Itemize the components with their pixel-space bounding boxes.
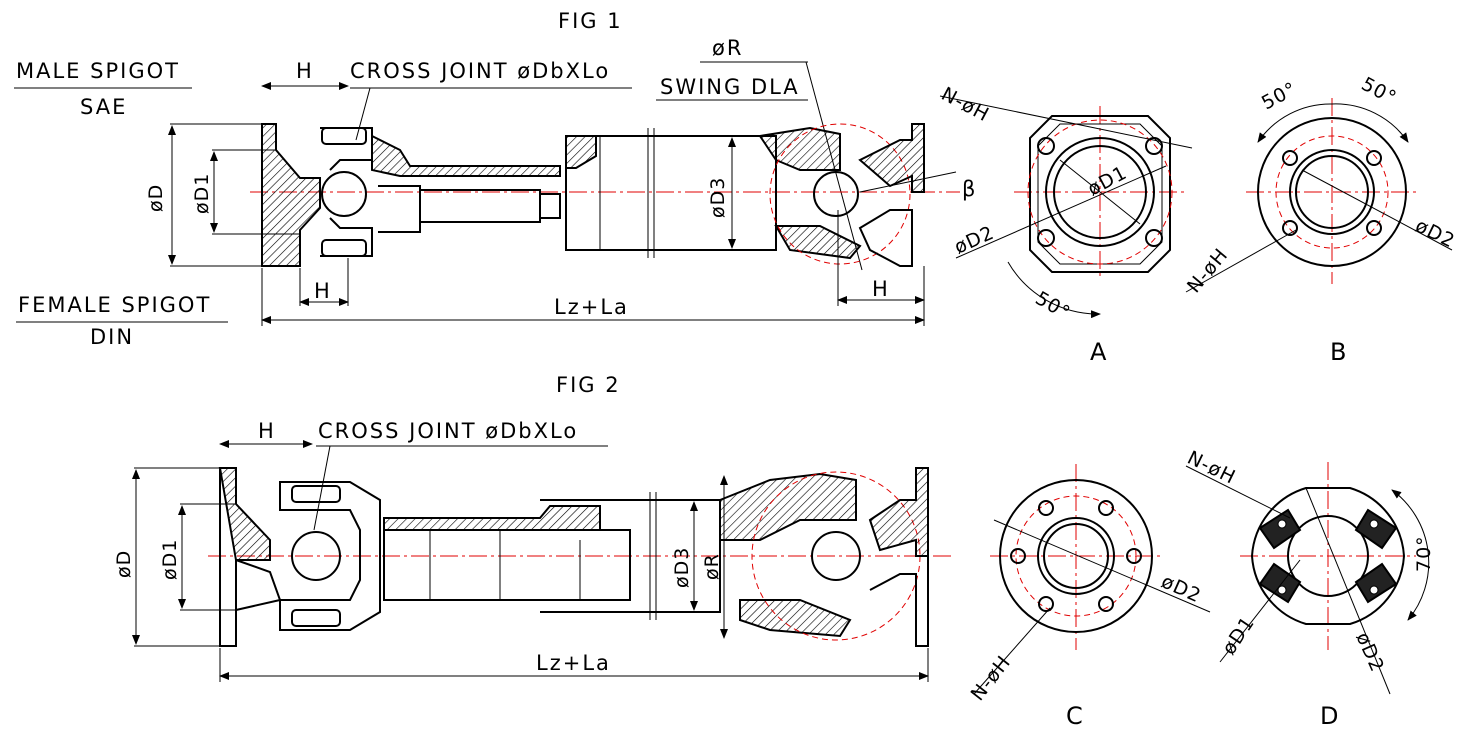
view-a-angle: 50° [1032,287,1075,324]
view-b: 50° 50° N-øH øD2 B [1183,73,1459,366]
view-b-angle-right: 50° [1358,73,1401,110]
view-a-letter: A [1090,338,1107,366]
view-c-d2: øD2 [1158,570,1205,607]
fig1-right-cross-joint [813,171,859,217]
view-a-n-h: N-øH [938,83,993,126]
fig1-swing-circle [769,123,911,265]
fig1-beta: β [962,177,977,201]
view-a-bolt-hole [1145,137,1163,155]
fig1-swing: SWING DLA [660,75,800,99]
fig2-d3-label: øD3 [671,547,693,588]
view-a-d2: øD2 [951,222,998,259]
view-c-round-flange [999,479,1153,633]
view-c-bolt-hole [1126,548,1142,564]
fig1-left-cross-joint [321,171,367,217]
view-a: N-øH øD1 øD2 50° A [938,83,1193,366]
view-b-bolt-hole [1366,220,1382,236]
fig2-spline-shaft [383,529,631,601]
view-a-bolt-hole [1037,229,1055,247]
view-d-lug [1258,508,1302,550]
view-b-letter: B [1330,338,1346,366]
fig1-h-top: H [296,59,314,83]
fig1-cross-joint-leader [355,87,371,141]
view-b-bolt-hole [1366,150,1382,166]
view-a-bolt-hole [1037,137,1055,155]
view-d-lug [1354,508,1398,550]
fig1-title: FIG 1 [558,9,623,33]
view-d-lug [1354,562,1398,604]
fig1-length-label: Lz+La [554,295,629,319]
fig1-r-label: øR [712,36,743,60]
fig1-d1-label: øD1 [191,173,213,214]
view-b-n-h: N-øH [1183,244,1233,297]
fig1-right-flange [858,123,925,193]
male-spigot-label: MALE SPIGOT [16,59,180,83]
fig2-group: FIG 2 H CROSS JOINT øDbXLo [113,373,952,682]
fig2-cross-joint: CROSS JOINT øDbXLo [318,419,578,443]
view-c-bolt-hole [1098,596,1114,612]
view-c-n-h: N-øH [967,651,1016,705]
view-d-n-h: N-øH [1184,447,1239,489]
fig2-d-label: øD [113,550,135,578]
view-d-letter: D [1320,702,1338,730]
fig2-left-yoke [279,481,381,631]
view-c-bolt-hole [1038,500,1054,516]
view-a-d1: øD1 [1084,162,1131,201]
fig1-left-flange [261,123,321,267]
view-d-angle: 70° [1413,535,1435,572]
female-spigot-label: FEMALE SPIGOT [18,293,211,317]
view-b-round-flange [1257,117,1407,267]
fig2-length-label: Lz+La [536,651,611,675]
view-c-bolt-hole [1098,500,1114,516]
fig1-tube [565,135,777,251]
fig2-cross-joint-leader [313,445,331,531]
fig1-h-bottom-right: H [872,277,890,301]
fig2-left-flange [218,467,271,561]
fig1-spline-shaft [419,189,541,223]
fig2-d1-label: øD1 [159,539,181,580]
fig1-d-label: øD [145,184,167,212]
view-b-bolt-hole [1282,220,1298,236]
fig1-d3-label: øD3 [707,177,729,218]
fig2-title: FIG 2 [556,373,621,397]
fig1-h-bottom-left: H [314,279,332,303]
view-b-bolt-hole [1282,150,1298,166]
sae-label: SAE [80,95,127,119]
fig2-left-cross-joint [291,531,341,581]
fig1-group: FIG 1 MALE SPIGOT SAE FEMALE SPIGOT DIN … [14,9,977,349]
din-label: DIN [90,325,134,349]
fig1-beta-line [859,171,957,193]
view-c-bolt-hole [1038,596,1054,612]
view-d-d2: øD2 [1351,629,1388,676]
fig1-cross-joint: CROSS JOINT øDbXLo [350,59,610,83]
view-b-angle-left: 50° [1258,78,1301,115]
fig2-r-label: øR [701,553,723,580]
view-c-bolt-hole [1010,548,1026,564]
view-d: N-øH 70° øD1 øD2 D [1184,447,1435,730]
view-a-bolt-hole [1145,229,1163,247]
view-b-d2: øD2 [1412,215,1459,253]
view-c: øD2 N-øH C [967,464,1211,730]
fig2-right-cross-joint [811,531,861,581]
fig2-right-flange [868,467,929,557]
view-c-letter: C [1066,702,1083,730]
view-d-lug [1258,562,1302,604]
fig2-h-top: H [258,419,276,443]
